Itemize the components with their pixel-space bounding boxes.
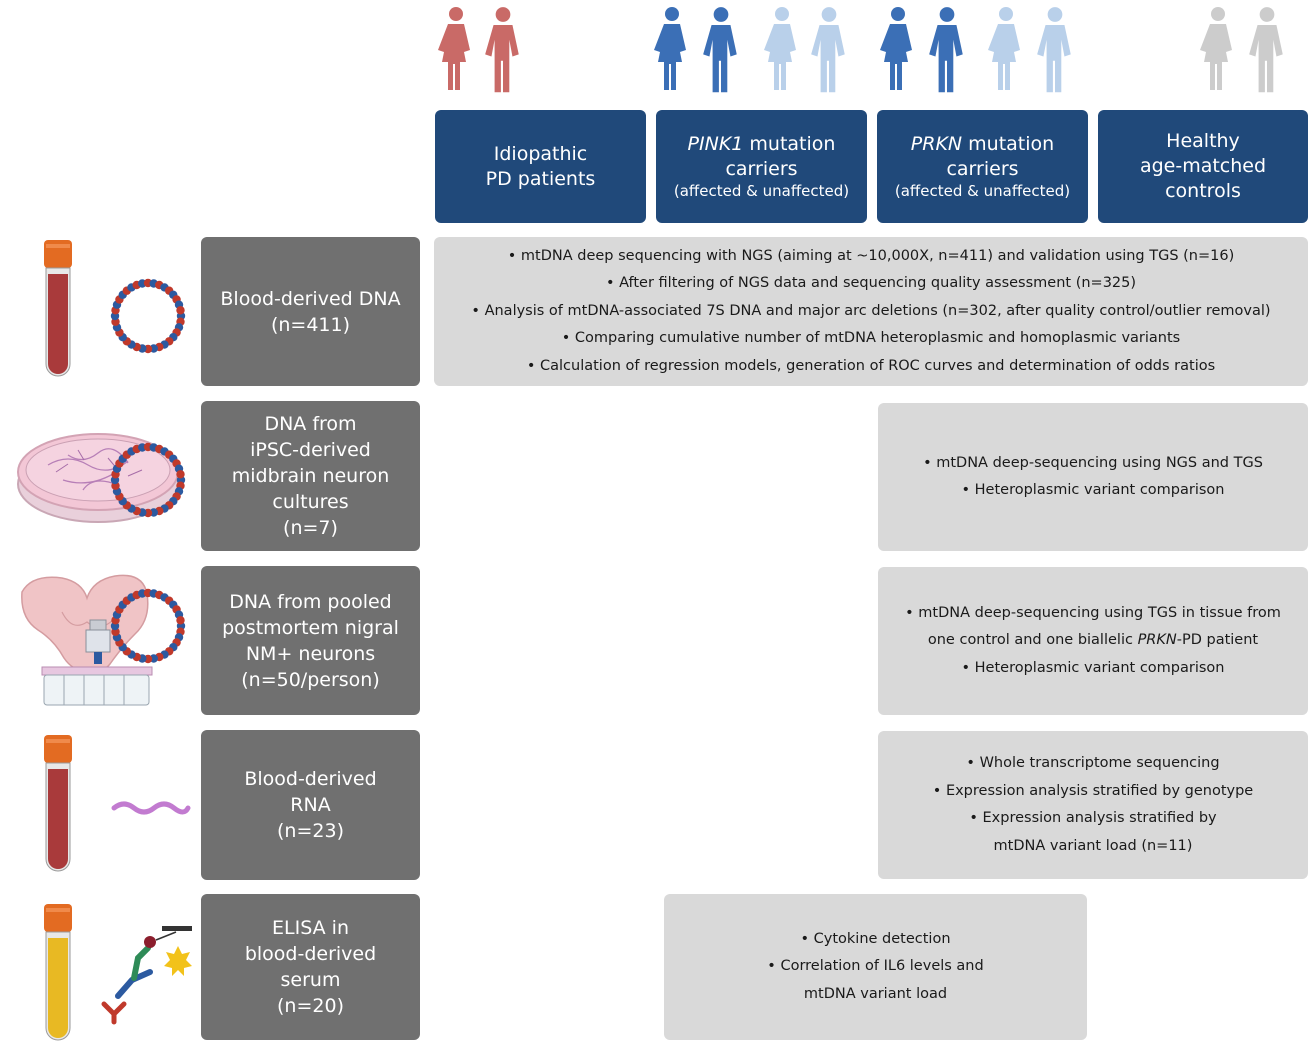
- person-figure-icon: [1200, 7, 1232, 90]
- row-label-postmortem-dna: DNA from pooled postmortem nigral NM+ ne…: [201, 566, 420, 715]
- rna-strand-icon: [111, 801, 191, 815]
- blood-tube-icon: [44, 240, 72, 377]
- row-label-blood-dna: Blood-derived DNA (n=411): [201, 237, 420, 386]
- tube-fill: [48, 274, 68, 374]
- desc-item: • Expression analysis stratified by geno…: [932, 782, 1254, 799]
- plasmid-icon: [110, 588, 186, 664]
- desc-item: one control and one biallelic PRKN-PD pa…: [927, 632, 1259, 649]
- group-header-idiopathic: Idiopathic PD patients: [435, 110, 646, 223]
- desc-item: • Correlation of IL6 levels and: [767, 958, 984, 975]
- person-figure-icon: [880, 7, 912, 90]
- label-line: NM+ neurons: [245, 642, 376, 665]
- label-line: ELISA in: [272, 917, 349, 939]
- desc-item: • After filtering of NGS data and sequen…: [605, 275, 1137, 292]
- desc-item: • Expression analysis stratified by: [969, 810, 1217, 826]
- plasmid-bead: [176, 306, 185, 315]
- desc-blood-dna: • mtDNA deep sequencing with NGS (aiming…: [434, 237, 1308, 386]
- tube-fill: [48, 769, 68, 869]
- plasmid-bead: [176, 470, 185, 479]
- tube-cap-band: [46, 908, 70, 912]
- desc-item: mtDNA variant load (n=11): [993, 837, 1193, 854]
- group-title-line: Idiopathic: [493, 142, 588, 165]
- person-figure-icon: [764, 7, 796, 90]
- desc-ipsc-dna: • mtDNA deep-sequencing using NGS and TG…: [878, 403, 1308, 551]
- label-line: midbrain neuron: [231, 465, 390, 487]
- label-line: RNA: [290, 794, 331, 816]
- desc-blood-rna: • Whole transcriptome sequencing • Expre…: [878, 731, 1308, 879]
- person-figure-icon: [811, 7, 845, 93]
- desc-item: • Heteroplasmic variant comparison: [961, 482, 1225, 498]
- label-line: Blood-derived DNA: [220, 287, 401, 310]
- label-line: (n=23): [277, 820, 344, 842]
- group-header-controls: Healthy age-matched controls: [1098, 110, 1308, 223]
- group-title-line: PD patients: [485, 167, 596, 190]
- antibody-icon: [101, 926, 192, 1025]
- row-label-blood-rna: Blood-derived RNA (n=23): [201, 730, 420, 880]
- label-line: (n=7): [283, 517, 338, 539]
- person-figures-idiopathic: [438, 7, 1283, 93]
- desc-item: mtDNA variant load: [803, 985, 948, 1002]
- label-line: (n=20): [277, 995, 344, 1017]
- label-line: cultures: [272, 491, 349, 513]
- desc-elisa: • Cytokine detection • Correlation of IL…: [664, 894, 1087, 1040]
- row-label-elisa: ELISA in blood-derived serum (n=20): [201, 894, 420, 1040]
- label-line: postmortem nigral: [222, 616, 399, 639]
- label-line: DNA from pooled: [229, 590, 392, 613]
- petri-dish-icon: [17, 433, 179, 523]
- desc-item: • mtDNA deep-sequencing using NGS and TG…: [923, 454, 1263, 471]
- person-figure-icon: [654, 7, 686, 90]
- person-figure-icon: [1249, 7, 1283, 93]
- group-title-line: age-matched: [1139, 155, 1267, 177]
- tube-cap-band: [46, 244, 70, 248]
- tube-cap-band: [46, 739, 70, 743]
- person-figure-icon: [485, 7, 519, 93]
- desc-item: • Heteroplasmic variant comparison: [961, 659, 1225, 676]
- desc-item: • mtDNA deep-sequencing using TGS in tis…: [905, 604, 1281, 621]
- group-subtitle: (affected & unaffected): [894, 182, 1071, 200]
- label-line: iPSC-derived: [250, 439, 371, 461]
- desc-item: • Whole transcriptome sequencing: [966, 755, 1220, 771]
- tube-fill: [48, 938, 68, 1038]
- group-title-line: carriers: [946, 158, 1019, 180]
- label-line: blood-derived: [244, 943, 377, 965]
- desc-item: • Cytokine detection: [800, 930, 951, 947]
- desc-item: • mtDNA deep sequencing with NGS (aiming…: [507, 247, 1235, 264]
- label-line: DNA from: [264, 413, 357, 435]
- desc-postmortem-dna: • mtDNA deep-sequencing using TGS in tis…: [878, 567, 1308, 715]
- group-title-line: PINK1 mutation: [687, 133, 836, 155]
- brain-section-icon: [21, 574, 153, 706]
- group-title-line: Healthy: [1166, 130, 1240, 152]
- plasmid-bead: [176, 616, 185, 625]
- serum-tube-icon: [44, 904, 72, 1041]
- row-label-ipsc-dna: DNA from iPSC-derived midbrain neuron cu…: [201, 401, 420, 551]
- desc-item: • Analysis of mtDNA-associated 7S DNA an…: [471, 302, 1271, 319]
- label-line: serum: [280, 969, 341, 991]
- desc-item: • Comparing cumulative number of mtDNA h…: [561, 330, 1181, 347]
- group-subtitle: (affected & unaffected): [673, 182, 850, 200]
- person-figure-icon: [988, 7, 1020, 90]
- blood-tube-icon: [44, 735, 72, 872]
- group-title-line: PRKN mutation: [910, 133, 1055, 155]
- person-figure-icon: [438, 7, 470, 90]
- label-line: (n=50/person): [241, 668, 380, 691]
- plasmid-icon: [110, 442, 186, 518]
- group-header-prkn: PRKN mutation carriers (affected & unaff…: [877, 110, 1088, 223]
- label-line: Blood-derived: [244, 768, 377, 790]
- group-header-pink1: PINK1 mutation carriers (affected & unaf…: [656, 110, 867, 223]
- person-figure-icon: [929, 7, 963, 93]
- person-figure-icon: [1037, 7, 1071, 93]
- person-figure-icon: [703, 7, 737, 93]
- group-title-line: carriers: [725, 158, 798, 180]
- label-line: (n=411): [270, 313, 351, 336]
- plasmid-icon: [110, 278, 186, 354]
- desc-item: • Calculation of regression models, gene…: [526, 357, 1216, 374]
- group-title-line: controls: [1165, 180, 1241, 202]
